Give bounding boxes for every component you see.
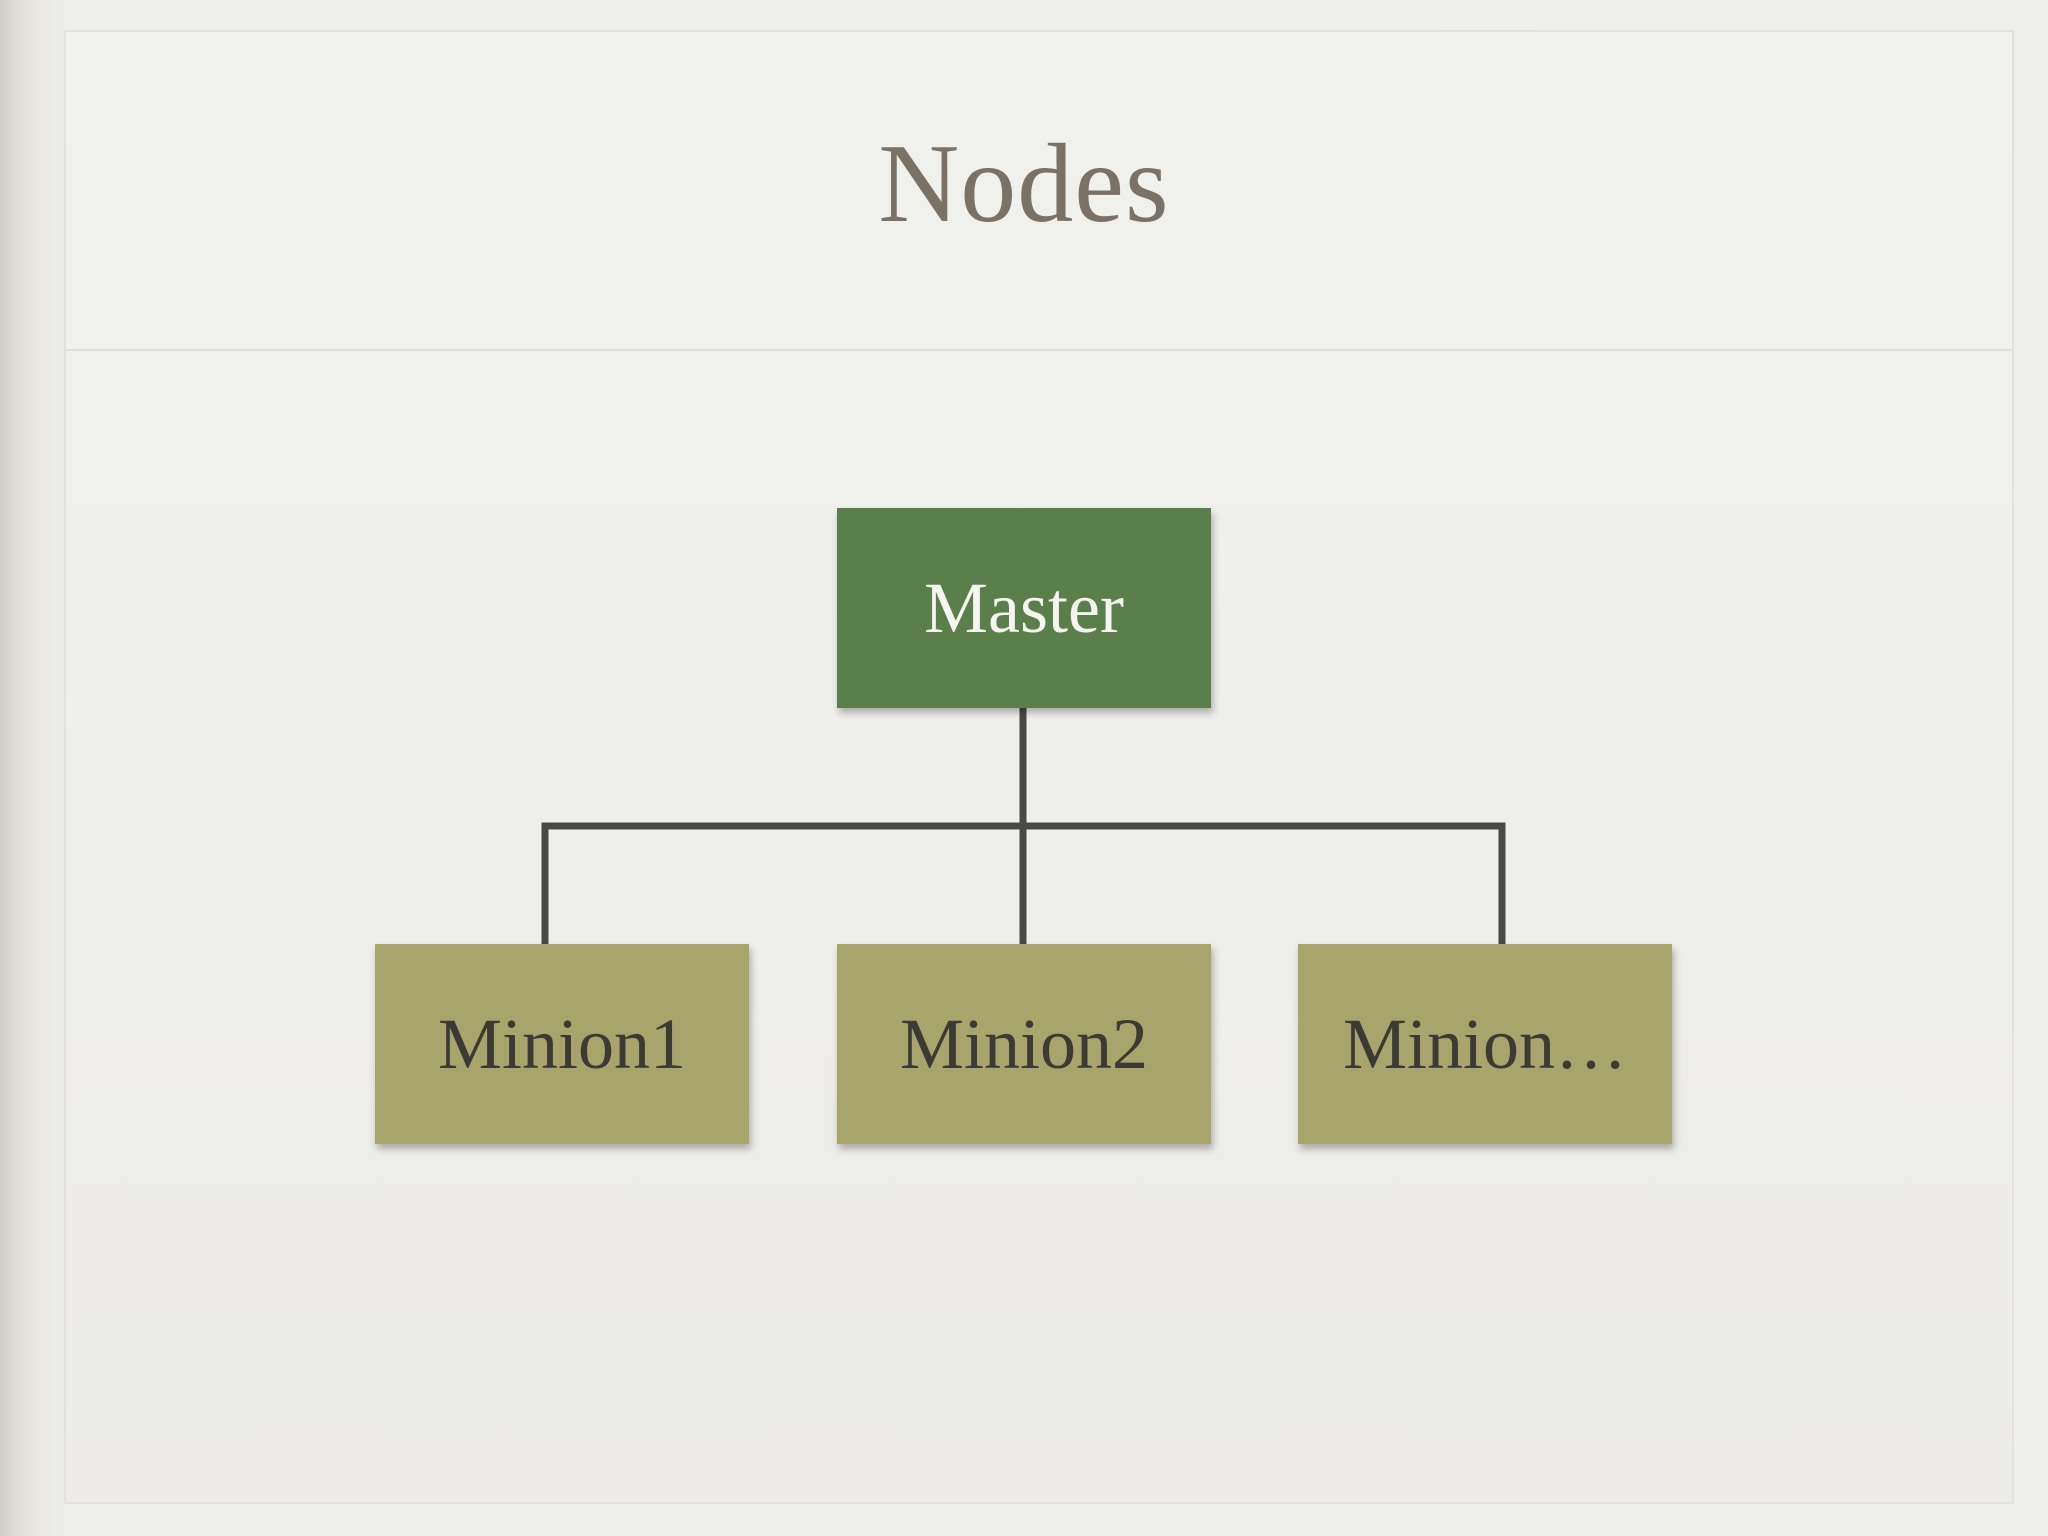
master-node: Master <box>837 508 1211 708</box>
slide-title: Nodes <box>878 122 1170 246</box>
minion-more-node-label: Minion… <box>1342 1003 1628 1084</box>
minion-more-node: Minion… <box>1298 944 1672 1144</box>
minion2-node: Minion2 <box>837 944 1211 1144</box>
minion1-node-label: Minion1 <box>437 1003 687 1084</box>
slide-frame <box>64 30 2014 1504</box>
minion2-node-label: Minion2 <box>899 1003 1149 1084</box>
title-divider <box>66 349 2012 351</box>
master-node-label: Master <box>924 567 1124 648</box>
minion1-node: Minion1 <box>375 944 749 1144</box>
